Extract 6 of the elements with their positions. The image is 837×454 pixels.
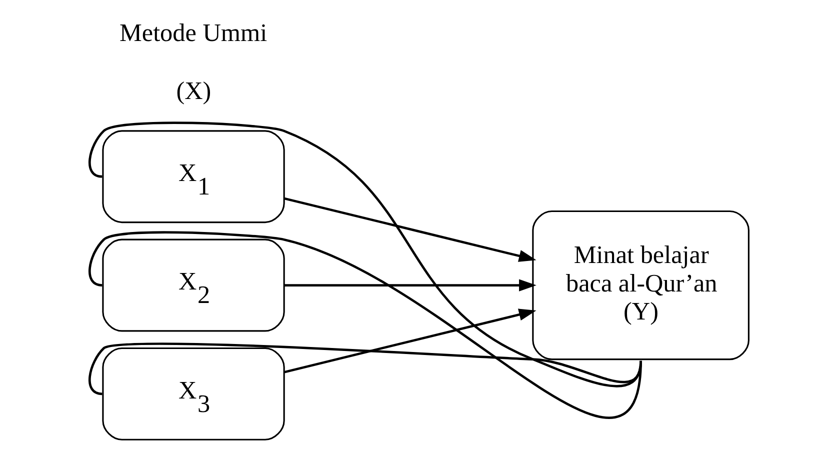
arrow (284, 279, 536, 292)
arrow (284, 197, 536, 262)
arrow (284, 308, 536, 374)
node-box: Minat belajar baca al-Qur’an (Y) (532, 210, 749, 360)
label: (X) (176, 78, 211, 106)
label: Metode Ummi (118, 20, 267, 47)
